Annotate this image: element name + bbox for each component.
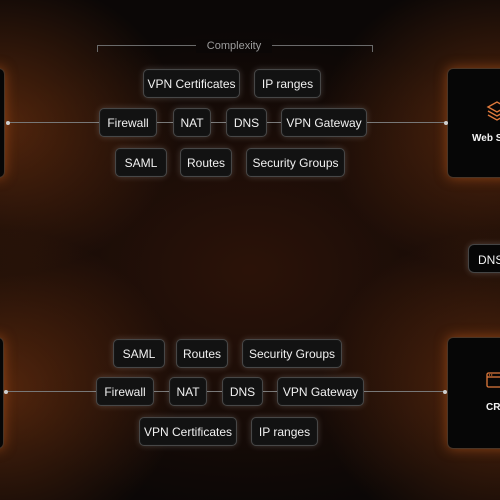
pill-routes: Routes bbox=[176, 339, 228, 368]
dns-node-label: DNS bbox=[478, 253, 500, 267]
web-server-node[interactable]: Web S bbox=[447, 68, 500, 178]
pill-vpn-gateway: VPN Gateway bbox=[277, 377, 364, 406]
pill-nat: NAT bbox=[173, 108, 211, 137]
bottom-connector-left bbox=[4, 389, 96, 394]
crm-node[interactable]: CR bbox=[447, 337, 500, 449]
bottom-connector-gap-2 bbox=[207, 391, 222, 392]
bottom-connector-right bbox=[364, 389, 447, 394]
pill-vpn-gateway: VPN Gateway bbox=[281, 108, 367, 137]
bottom-connector-gap-1 bbox=[154, 391, 169, 392]
dns-node[interactable]: DNS bbox=[468, 244, 500, 273]
pill-security-groups: Security Groups bbox=[246, 148, 345, 177]
top-connector-right bbox=[367, 120, 448, 125]
crm-label: CR bbox=[486, 402, 500, 413]
pill-routes: Routes bbox=[180, 148, 232, 177]
top-connector-gap-2 bbox=[211, 122, 226, 123]
left-source-node-top bbox=[0, 68, 5, 178]
complexity-label: Complexity bbox=[196, 39, 272, 53]
pill-saml: SAML bbox=[115, 148, 167, 177]
top-connector-left bbox=[6, 120, 99, 125]
browser-window-icon bbox=[486, 372, 500, 388]
bottom-connector-gap-3 bbox=[263, 391, 277, 392]
pill-firewall: Firewall bbox=[96, 377, 154, 406]
web-server-label: Web S bbox=[472, 133, 500, 144]
pill-dns: DNS bbox=[222, 377, 263, 406]
pill-ip-ranges: IP ranges bbox=[254, 69, 321, 98]
pill-ip-ranges: IP ranges bbox=[251, 417, 318, 446]
pill-dns: DNS bbox=[226, 108, 267, 137]
pill-saml: SAML bbox=[113, 339, 165, 368]
pill-vpn-certificates: VPN Certificates bbox=[139, 417, 237, 446]
layers-icon bbox=[486, 101, 500, 121]
top-connector-gap-3 bbox=[267, 122, 281, 123]
top-connector-gap-1 bbox=[157, 122, 173, 123]
pill-vpn-certificates: VPN Certificates bbox=[143, 69, 240, 98]
pill-security-groups: Security Groups bbox=[242, 339, 342, 368]
pill-firewall: Firewall bbox=[99, 108, 157, 137]
pill-nat: NAT bbox=[169, 377, 207, 406]
